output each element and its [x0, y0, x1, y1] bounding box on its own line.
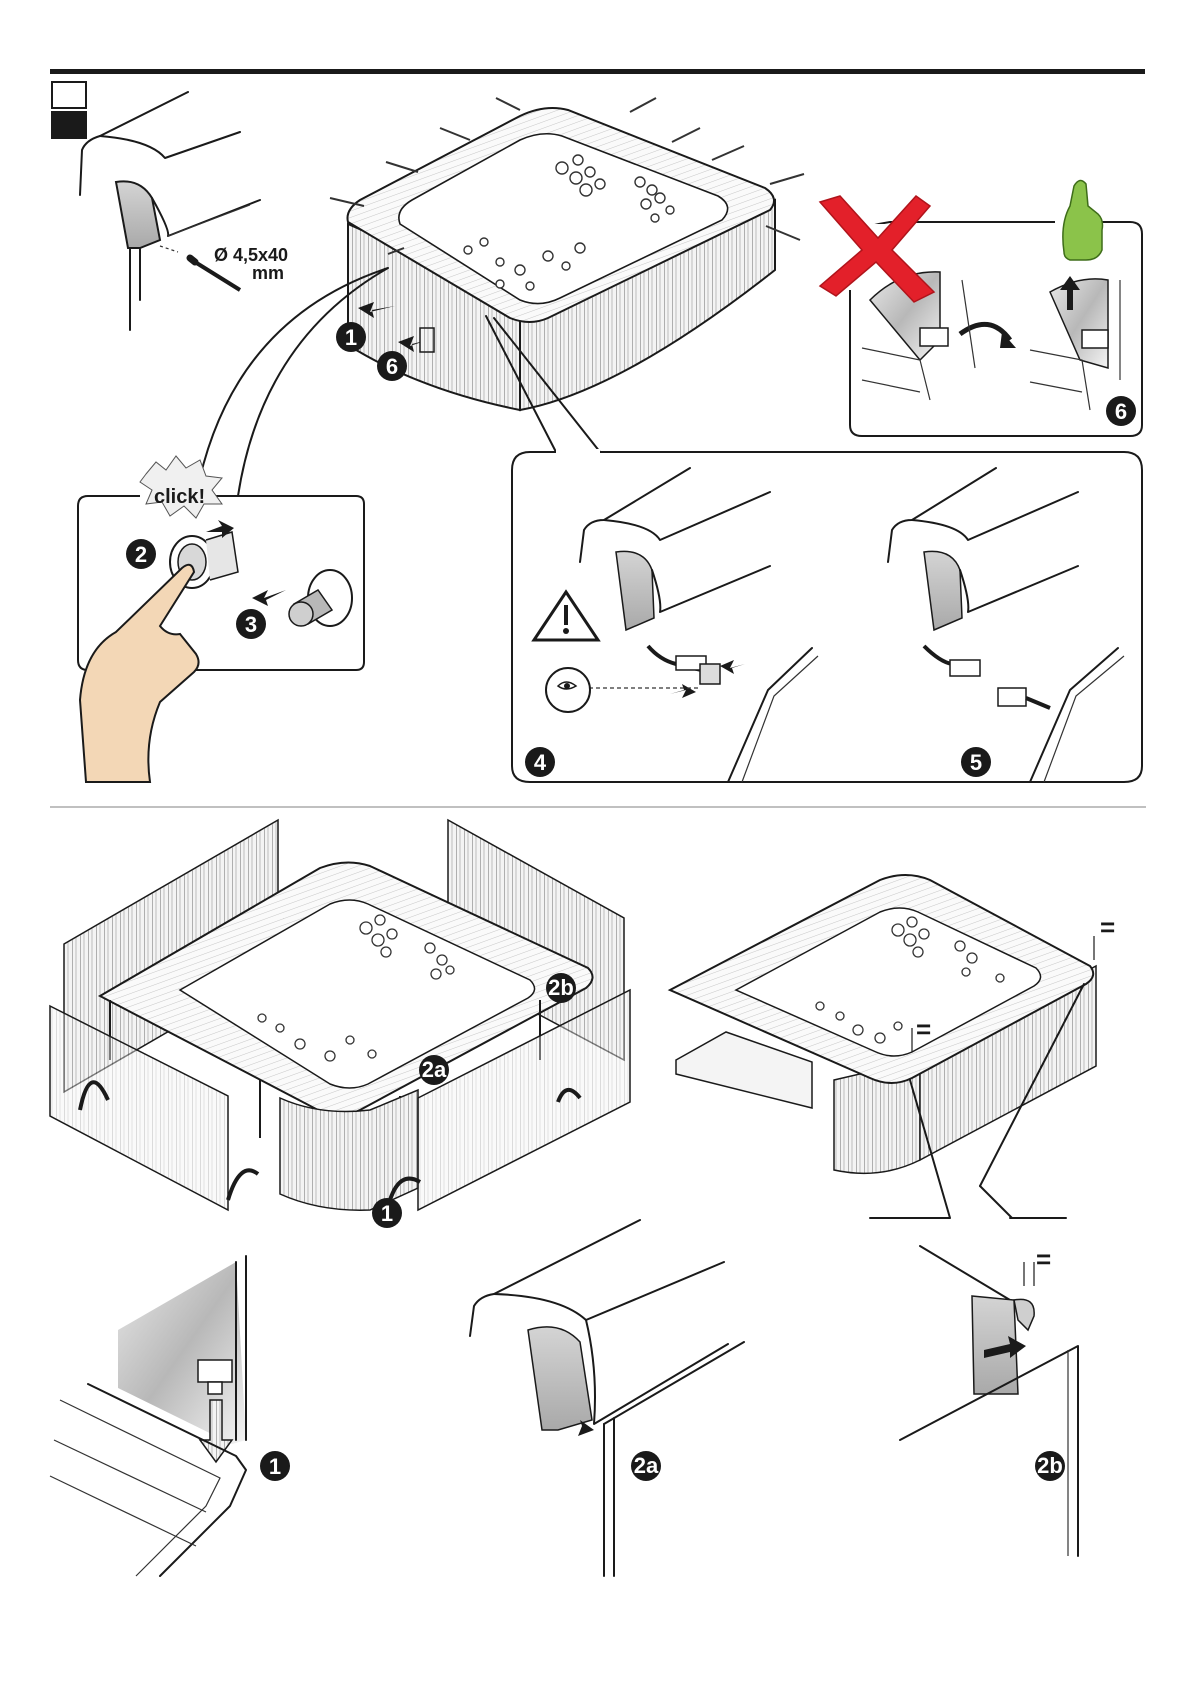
click-label: click!: [154, 486, 205, 508]
svg-text:3: 3: [245, 612, 257, 637]
spa-tub-assembled: [670, 875, 1096, 1218]
header-rule: [50, 69, 1145, 74]
step-badge-2: 2: [126, 539, 156, 569]
svg-text:2b: 2b: [548, 975, 574, 1000]
svg-text:6: 6: [1115, 399, 1127, 424]
svg-text:5: 5: [970, 750, 982, 775]
svg-text:4: 4: [534, 750, 547, 775]
eye-icon: [546, 668, 590, 712]
equal-marker-mid: =: [916, 1014, 931, 1044]
thumbs-up-icon: [1063, 180, 1103, 260]
clip-detail-step1: [50, 1256, 246, 1576]
svg-text:2a: 2a: [422, 1057, 447, 1082]
step-badge-2a-mid: 2a: [419, 1055, 449, 1085]
equal-marker-bottom: =: [1036, 1244, 1051, 1274]
svg-text:1: 1: [269, 1454, 281, 1479]
step-badge-2b-mid: 2b: [546, 973, 576, 1003]
svg-text:2: 2: [135, 542, 147, 567]
spa-tub-panels-exploded: [50, 820, 630, 1210]
legend-box-white: [52, 82, 86, 108]
svg-text:1: 1: [345, 325, 357, 350]
svg-text:2b: 2b: [1037, 1453, 1063, 1478]
panel-corner-step2b: [900, 1246, 1078, 1556]
step-badge-1-top: 1: [336, 322, 366, 352]
screw-spec-unit: mm: [252, 263, 284, 283]
step-badge-1-bottom: 1: [260, 1451, 290, 1481]
equal-marker-top: =: [1100, 912, 1115, 942]
rail-screw-detail: [80, 92, 260, 330]
svg-text:2a: 2a: [634, 1453, 659, 1478]
legend-box-black: [52, 112, 86, 138]
step-badge-3: 3: [236, 609, 266, 639]
step-badge-1-mid: 1: [372, 1198, 402, 1228]
svg-text:6: 6: [386, 354, 398, 379]
svg-text:1: 1: [381, 1201, 393, 1226]
screw-spec-label: Ø 4,5x40: [214, 245, 288, 265]
step-badge-2a-bottom: 2a: [631, 1451, 661, 1481]
step-badge-2b-bottom: 2b: [1035, 1451, 1065, 1481]
panel-rail-step2a: [470, 1220, 744, 1576]
step-badge-6-box: 6: [1106, 396, 1136, 426]
step-badge-6-top: 6: [377, 351, 407, 381]
step-badge-4: 4: [525, 747, 555, 777]
step-badge-5: 5: [961, 747, 991, 777]
